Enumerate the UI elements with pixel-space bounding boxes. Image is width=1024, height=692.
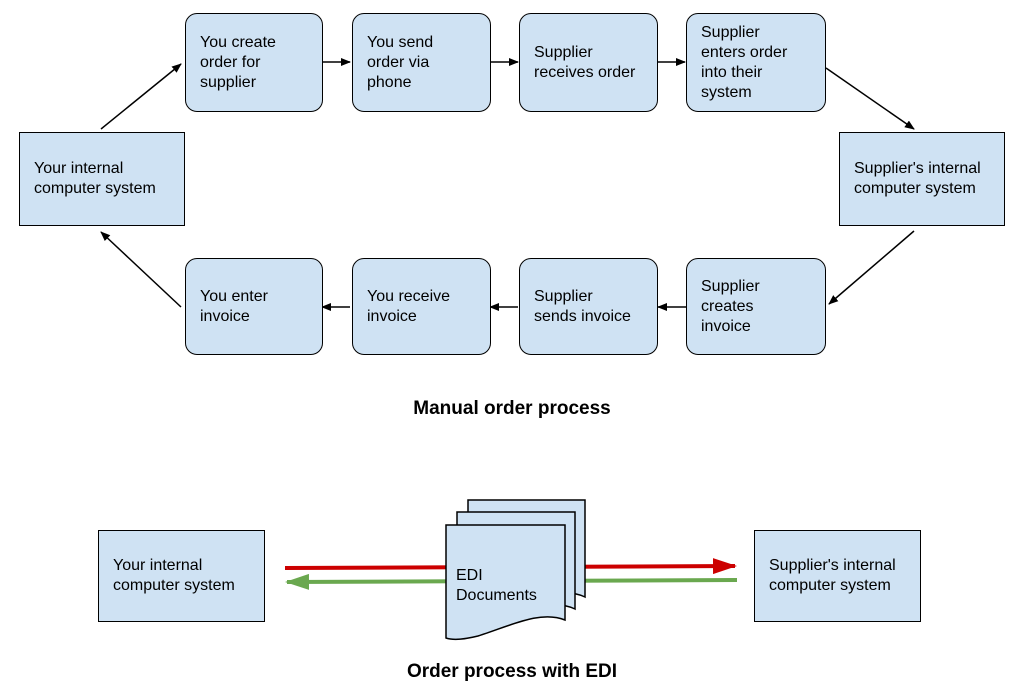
edi-documents-label: EDI Documents: [456, 567, 537, 604]
step-label: Supplier enters order into their system: [701, 23, 788, 101]
step-supplier-receives-order: Supplier receives order: [519, 13, 658, 112]
step-supplier-sends-invoice: Supplier sends invoice: [519, 258, 658, 355]
arrow-enter-system-to-supplier-system: [825, 67, 915, 130]
step-you-send-order: You send order via phone: [352, 13, 491, 112]
step-you-receive-invoice: You receive invoice: [352, 258, 491, 355]
edi-process-title: Order process with EDI: [406, 661, 618, 682]
step-label: You enter invoice: [200, 287, 268, 325]
supplier-internal-system-box: Supplier's internal computer system: [839, 132, 1005, 226]
step-you-create-order: You create order for supplier: [185, 13, 323, 112]
step-you-enter-invoice: You enter invoice: [185, 258, 323, 355]
step-label: Supplier receives order: [534, 43, 636, 81]
your-internal-system-box: Your internal computer system: [19, 132, 185, 226]
edi-document-front: [445, 524, 566, 641]
step-supplier-creates-invoice: Supplier creates invoice: [686, 258, 826, 355]
step-label: Supplier creates invoice: [701, 277, 760, 335]
step-label: You receive invoice: [367, 287, 451, 325]
system-label: Your internal computer system: [113, 557, 235, 594]
edi-supplier-internal-system-box: Supplier's internal computer system: [754, 530, 921, 622]
arrow-supplier-system-to-creates-invoice: [828, 230, 915, 305]
arrow-enter-invoice-to-your-system: [100, 231, 182, 308]
step-label: You create order for supplier: [200, 33, 276, 91]
edi-documents-stack: [445, 499, 586, 641]
system-label: Supplier's internal computer system: [854, 160, 981, 197]
step-label: You send order via phone: [367, 33, 434, 91]
system-label: Your internal computer system: [34, 160, 156, 197]
edi-your-internal-system-box: Your internal computer system: [98, 530, 265, 622]
arrow-your-system-to-create: [100, 63, 182, 130]
step-label: Supplier sends invoice: [534, 287, 631, 325]
manual-process-title: Manual order process: [413, 398, 611, 419]
step-supplier-enters-order: Supplier enters order into their system: [686, 13, 826, 112]
system-label: Supplier's internal computer system: [769, 557, 896, 594]
